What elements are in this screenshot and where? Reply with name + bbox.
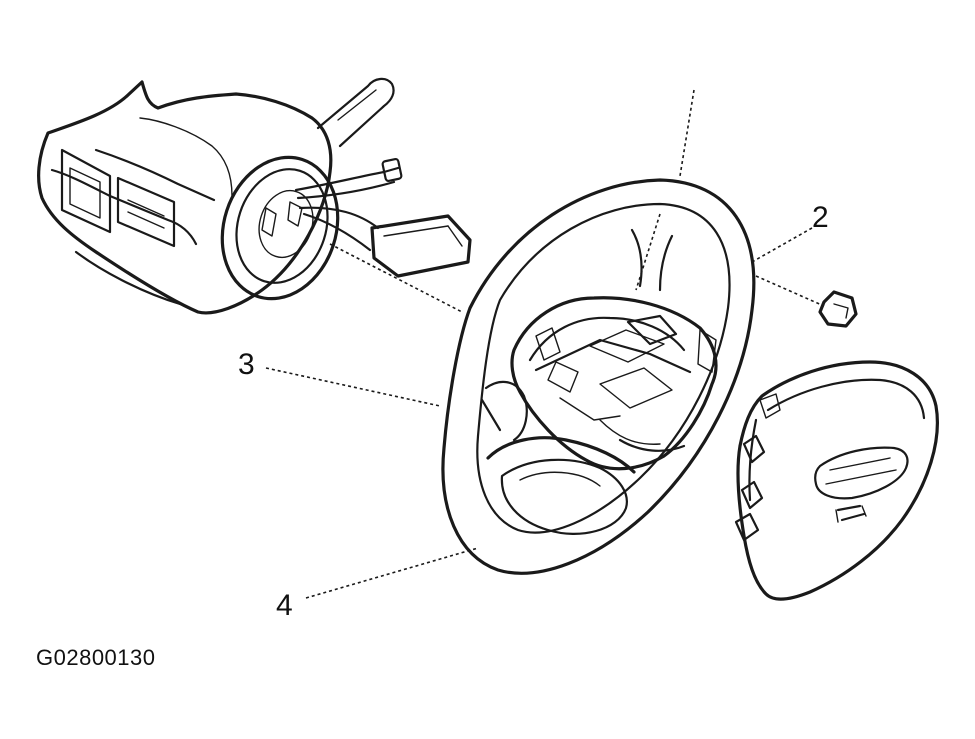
callout-leaders <box>265 89 825 599</box>
figure-id: G02800130 <box>36 645 156 670</box>
callout-label-3: 3 <box>238 348 255 381</box>
steering-column-cover-assembly <box>37 77 472 315</box>
callout-label-4: 4 <box>276 589 293 622</box>
callout-label-2: 2 <box>812 201 829 234</box>
airbag-module <box>734 360 939 601</box>
steering-wheel-bolt <box>818 290 858 328</box>
steering-wheel <box>441 178 858 575</box>
